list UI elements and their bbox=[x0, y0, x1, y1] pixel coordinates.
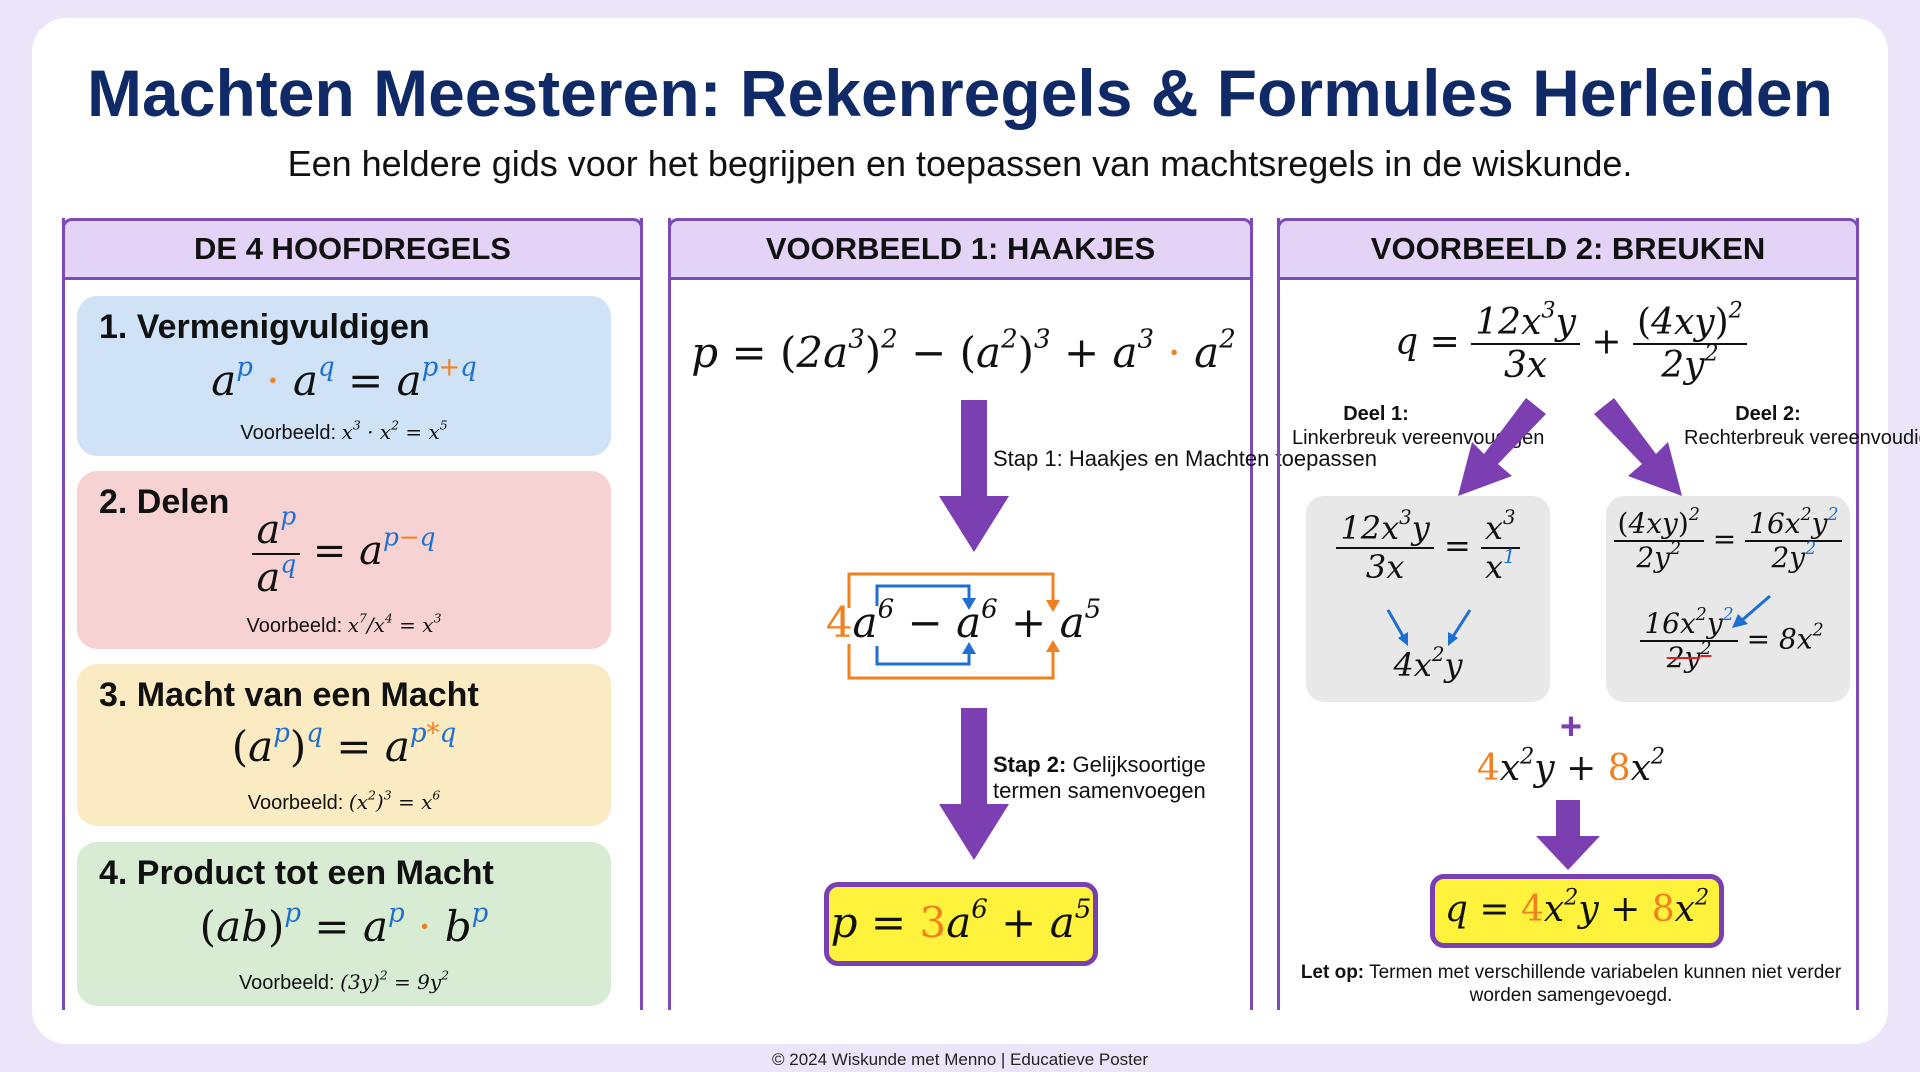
part2-label: Deel 2:Rechterbreuk vereenvoudigen bbox=[1684, 403, 1920, 449]
plus-icon: + bbox=[1559, 706, 1583, 748]
example1-column-header: VOORBEELD 1: HAAKJES bbox=[668, 218, 1253, 280]
page-title: Machten Meesteren: Rekenregels & Formule… bbox=[87, 56, 1833, 130]
arrows-icon bbox=[1386, 609, 1472, 646]
example1-answer-box: p = 3a6 + a5 bbox=[824, 882, 1098, 966]
rule-formula: (ap)q = ap*q bbox=[231, 718, 457, 771]
down-arrow-icon bbox=[1536, 800, 1600, 870]
rule-title: 4. Product tot een Macht bbox=[99, 854, 494, 892]
page-subtitle: Een heldere gids voor het begrijpen en t… bbox=[287, 143, 1633, 184]
example1-equation: p = (2a3)2 − (a2)3 + a3 · a2 bbox=[691, 324, 1236, 377]
rules-column: DE 4 HOOFDREGELS 1. Vermenigvuldigen ap … bbox=[62, 218, 643, 1010]
rule-example: Voorbeeld: (3y)2 = 9y2 bbox=[238, 967, 450, 994]
part1-result: 4x2y bbox=[1393, 643, 1463, 684]
combined-terms: 4x2y + 8x2 bbox=[1476, 743, 1666, 789]
rule-card-multiply: 1. Vermenigvuldigen ap · aq = ap+q Voorb… bbox=[77, 296, 611, 456]
rule-example: Voorbeeld: (x2)3 = x6 bbox=[247, 787, 441, 814]
step2-label: Stap 2: Gelijksoortige termen samenvoege… bbox=[993, 752, 1206, 804]
grouping-brackets-icon bbox=[847, 572, 1060, 680]
rule-example: Voorbeeld: x3 · x2 = x5 bbox=[240, 417, 448, 444]
example1-column: VOORBEELD 1: HAAKJES p = (2a3)2 − (a2)3 … bbox=[668, 218, 1377, 1010]
step1-label: Stap 1: Haakjes en Machten toepassen bbox=[993, 446, 1378, 471]
arrow-icon bbox=[1732, 594, 1771, 628]
example2-answer-box: q = 4x2y + 8x2 bbox=[1430, 874, 1724, 948]
diagonal-arrow-left-icon bbox=[1458, 398, 1546, 496]
rule-title: 3. Macht van een Macht bbox=[99, 676, 479, 714]
rule-example: Voorbeeld: x7/x4 = x3 bbox=[246, 610, 442, 637]
part1-label: Deel 1:Linkerbreuk vereenvoudigen bbox=[1292, 403, 1545, 449]
footer-credit: © 2024 Wiskunde met Menno | Educatieve P… bbox=[771, 1050, 1149, 1069]
rule-title: 2. Delen bbox=[99, 483, 230, 521]
down-arrow-icon bbox=[939, 400, 1009, 552]
note-text: Let op: Termen met verschillende variabe… bbox=[1300, 962, 1842, 1006]
diagonal-arrow-right-icon bbox=[1594, 398, 1682, 496]
rule-formula: (ab)p = ap · bp bbox=[199, 898, 489, 951]
rule-card-power-of-power: 3. Macht van een Macht (ap)q = ap*q Voor… bbox=[77, 664, 611, 826]
step1-result: 4a6 − a6 + a5 bbox=[825, 594, 1102, 647]
rule-title: 1. Vermenigvuldigen bbox=[99, 308, 430, 346]
rules-column-header: DE 4 HOOFDREGELS bbox=[62, 218, 643, 280]
rule-formula: ap · aq = ap+q bbox=[211, 352, 477, 405]
rule-card-product-power: 4. Product tot een Macht (ab)p = ap · bp… bbox=[77, 842, 611, 1006]
example2-column-header: VOORBEELD 2: BREUKEN bbox=[1277, 218, 1859, 280]
down-arrow-icon bbox=[939, 708, 1009, 860]
